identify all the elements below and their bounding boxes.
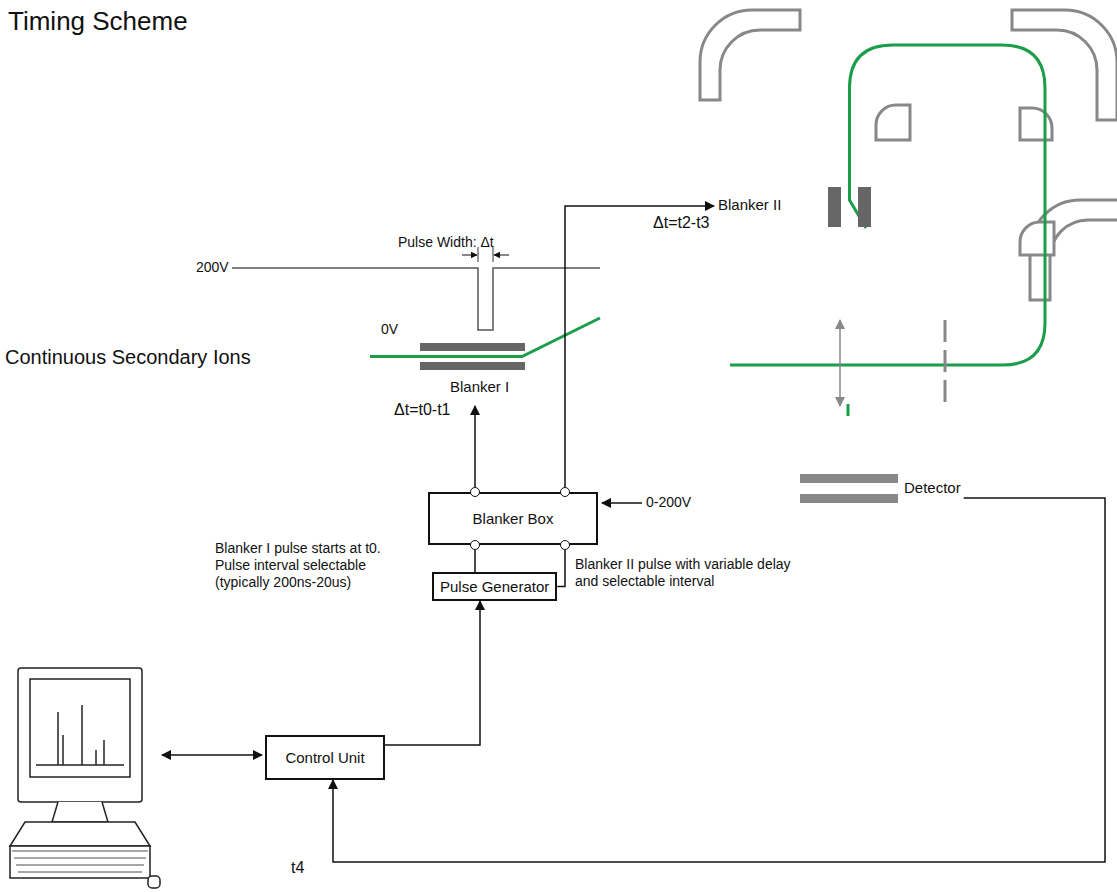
pulse-waveform xyxy=(232,268,600,330)
blanker-plates xyxy=(800,472,900,506)
voltage-arrow xyxy=(602,502,642,504)
process-box: Control Unit xyxy=(265,735,385,780)
blanker-assembly: Blanker I xyxy=(420,340,525,400)
node-label: Blanker Box xyxy=(473,510,554,527)
annotation-label: Continuous Secondary Ions xyxy=(5,345,251,369)
signal-connector xyxy=(565,206,714,487)
link-arrow xyxy=(162,754,262,756)
node-label: Blanker I xyxy=(450,378,509,395)
computer-icon xyxy=(10,668,160,888)
signal-connector xyxy=(333,498,1105,862)
blanker-assembly: Blanker II xyxy=(718,185,873,227)
node-label: Detector xyxy=(904,479,961,496)
annotation-label: Blanker I pulse starts at t0. Pulse inte… xyxy=(215,540,415,590)
ion-trajectory xyxy=(847,404,850,416)
blanker-assembly: Detector xyxy=(800,472,961,506)
node-label: Blanker II xyxy=(718,196,781,213)
edge-label: Δt=t0-t1 xyxy=(393,400,452,419)
width-arrow xyxy=(494,255,509,256)
process-box: Blanker Box xyxy=(428,492,598,545)
signal-connector xyxy=(474,550,476,572)
annotation-label: 0-200V xyxy=(646,494,691,511)
node-label: Pulse Generator xyxy=(440,578,549,595)
signal-connector xyxy=(557,550,565,587)
slit xyxy=(944,320,947,402)
annotation-label: Blanker II pulse with variable delay and… xyxy=(575,556,810,590)
process-box: Pulse Generator xyxy=(432,572,557,601)
detector-plates xyxy=(800,472,900,506)
terminal-dot xyxy=(560,540,570,550)
movable-slit-arrow xyxy=(839,320,841,406)
width-arrow xyxy=(462,255,477,256)
edge-label: Δt=t2-t3 xyxy=(652,213,711,232)
node-label: Control Unit xyxy=(285,749,364,766)
annotation-label: Pulse Width: Δt xyxy=(398,234,494,251)
diagram-title: Timing Scheme xyxy=(8,6,188,37)
blanker-plates xyxy=(828,187,873,227)
signal-connector xyxy=(385,601,480,745)
blanker-plates xyxy=(420,340,525,370)
spectrometer-outline xyxy=(700,10,1117,300)
signal-connector xyxy=(474,406,476,487)
annotation-label: 200V xyxy=(196,259,229,276)
terminal-dot xyxy=(560,487,570,497)
edge-label: t4 xyxy=(290,858,305,877)
annotation-label: 0V xyxy=(381,321,398,338)
terminal-dot xyxy=(470,487,480,497)
terminal-dot xyxy=(470,540,480,550)
spectrum-icon xyxy=(36,705,124,765)
